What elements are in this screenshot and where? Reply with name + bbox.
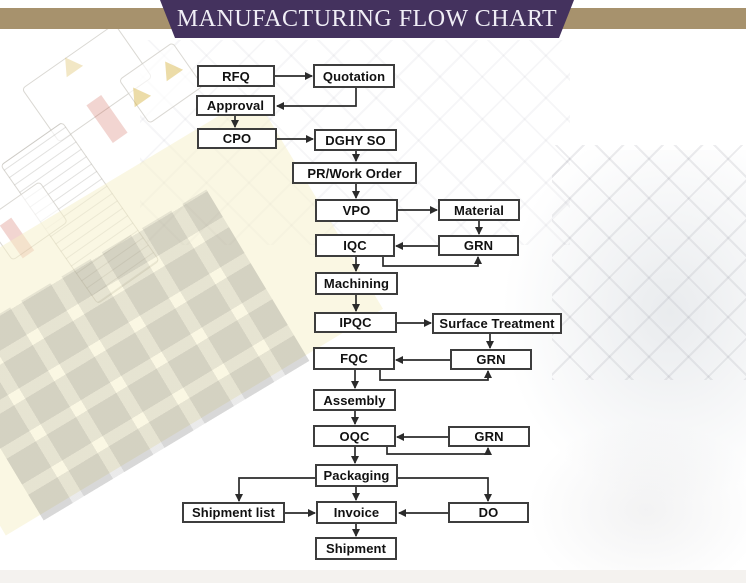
node-grn-2: GRN xyxy=(450,349,532,370)
node-invoice: Invoice xyxy=(316,501,397,524)
node-iqc: IQC xyxy=(315,234,395,257)
node-vpo: VPO xyxy=(315,199,398,222)
node-quotation: Quotation xyxy=(313,64,395,88)
header-banner: MANUFACTURING FLOW CHART xyxy=(160,0,574,38)
node-shipment: Shipment xyxy=(315,537,397,560)
node-approval: Approval xyxy=(196,95,275,116)
page-title: MANUFACTURING FLOW CHART xyxy=(176,5,558,32)
edge-oqc-to-grn-3 xyxy=(386,447,492,455)
node-grn-1: GRN xyxy=(438,235,519,256)
node-machining: Machining xyxy=(315,272,398,295)
node-material: Material xyxy=(438,199,520,221)
edge-packaging-to-shipment-list xyxy=(235,477,315,502)
node-fqc: FQC xyxy=(313,347,395,370)
node-ipqc: IPQC xyxy=(314,312,397,333)
node-packaging: Packaging xyxy=(315,464,398,487)
edge-packaging-to-do xyxy=(398,477,492,502)
node-rfq: RFQ xyxy=(197,65,275,87)
node-dghy-so: DGHY SO xyxy=(314,129,397,151)
node-oqc: OQC xyxy=(313,425,396,447)
node-surface-treatment: Surface Treatment xyxy=(432,313,562,334)
edge-quotation-to-approval xyxy=(276,88,357,110)
node-assembly: Assembly xyxy=(313,389,396,411)
node-shipment-list: Shipment list xyxy=(182,502,285,523)
edge-iqc-to-grn-1 xyxy=(382,256,482,267)
node-pr-work-order: PR/Work Order xyxy=(292,162,417,184)
node-do: DO xyxy=(448,502,529,523)
node-cpo: CPO xyxy=(197,128,277,149)
edge-fqc-to-grn-2 xyxy=(379,370,492,381)
node-grn-3: GRN xyxy=(448,426,530,447)
